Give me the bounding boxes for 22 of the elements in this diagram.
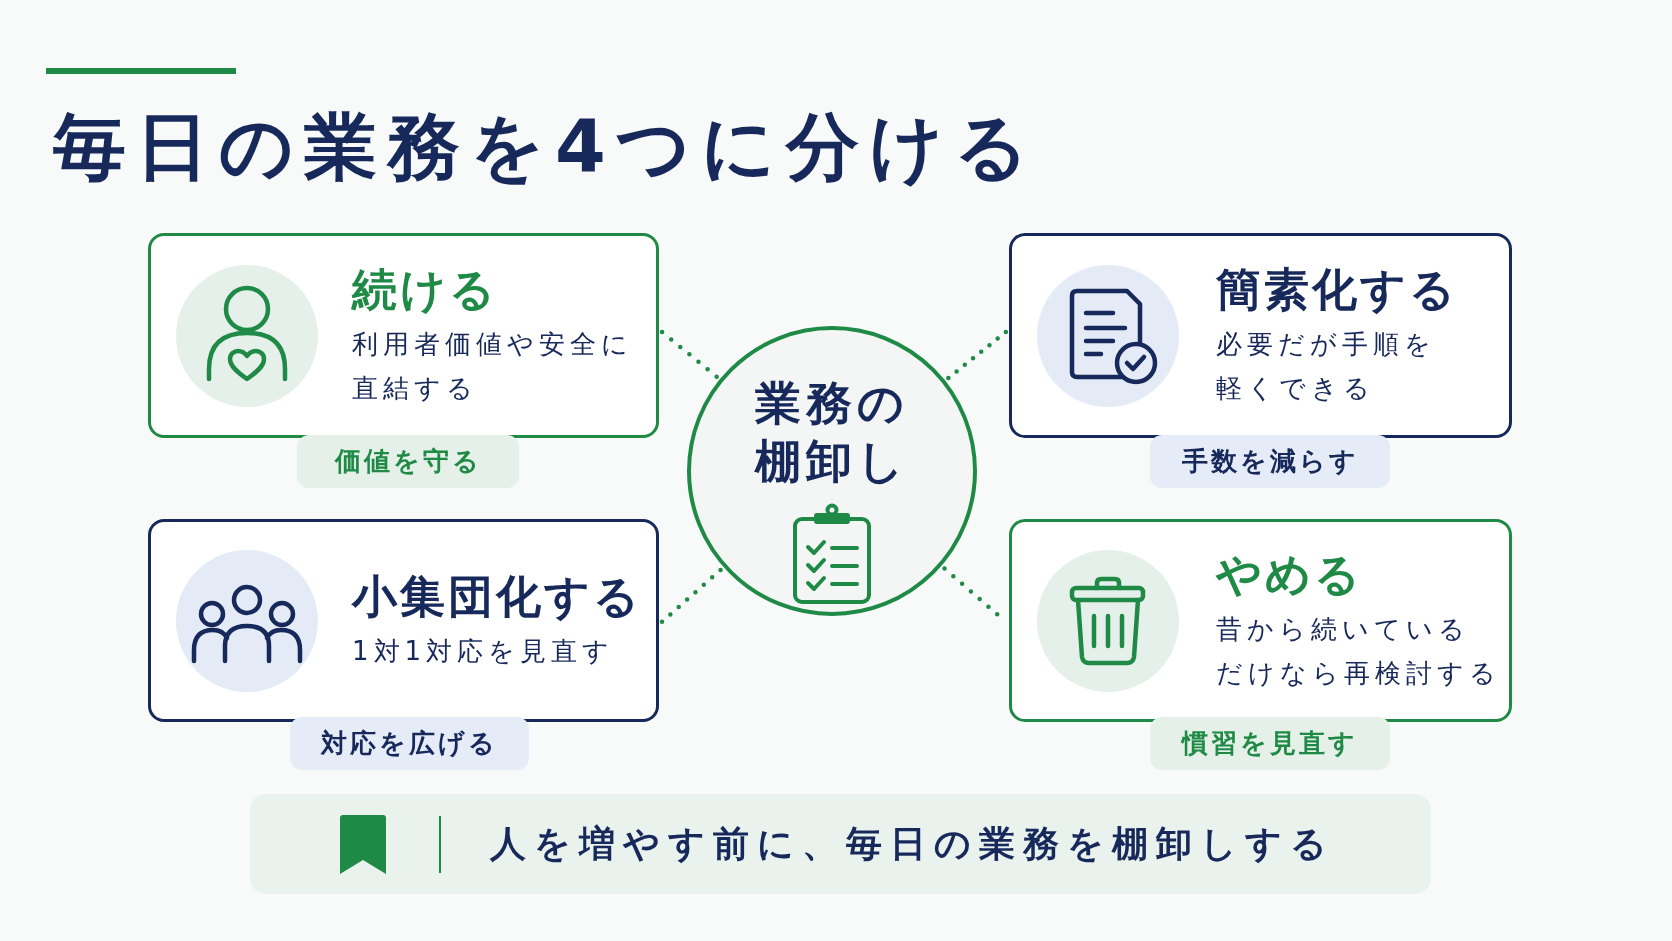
- card-heading: 小集団化する: [352, 568, 642, 625]
- card-description: 利用者価値や安全に直結する: [352, 327, 634, 405]
- card-description: 昔から続いているだけなら再検討する: [1216, 612, 1502, 690]
- summary-tag: 慣習を見直す: [1150, 717, 1390, 770]
- dotted-connector: [659, 567, 723, 625]
- message-banner: [250, 794, 1431, 894]
- category-card: [148, 519, 659, 722]
- page-title: 毎日の業務を4つに分ける: [53, 104, 1039, 190]
- card-description: 必要だが手順を軽くできる: [1216, 327, 1437, 405]
- card-heading: 簡素化する: [1216, 261, 1458, 318]
- summary-tag: 手数を減らす: [1150, 435, 1390, 488]
- banner-message: 人を増やす前に、毎日の業務を棚卸しする: [490, 821, 1335, 866]
- category-card: [1009, 233, 1512, 438]
- dotted-connector: [946, 329, 1009, 381]
- summary-tag: 対応を広げる: [290, 717, 529, 770]
- dotted-connector: [659, 329, 719, 379]
- card-heading: 続ける: [352, 261, 498, 318]
- category-card: [148, 233, 659, 438]
- central-title: 業務の棚卸し: [753, 375, 910, 490]
- category-card: [1009, 519, 1512, 722]
- summary-tag: 価値を守る: [297, 435, 519, 488]
- card-heading: やめる: [1216, 546, 1363, 603]
